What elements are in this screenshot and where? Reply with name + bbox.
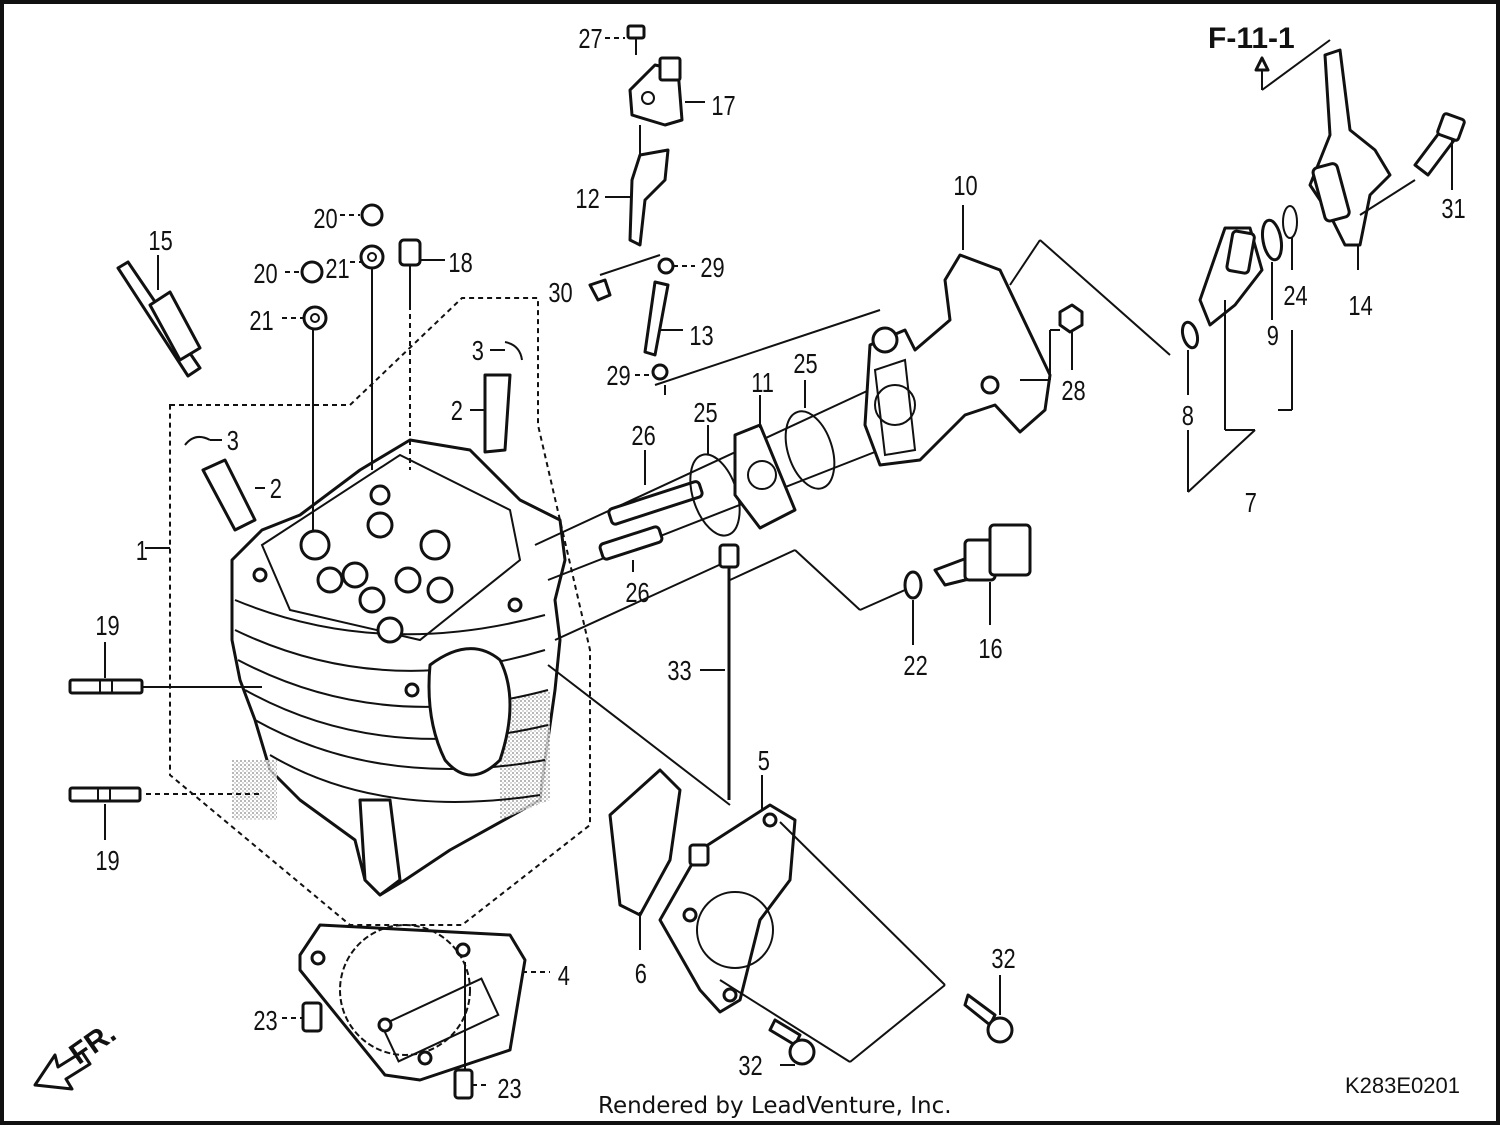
callout-9: 9 bbox=[1267, 320, 1279, 351]
callout-13: 13 bbox=[689, 320, 713, 351]
front-direction-arrow: FR. bbox=[33, 1016, 122, 1091]
callout-23b: 23 bbox=[497, 1073, 521, 1104]
callout-10: 10 bbox=[953, 170, 977, 201]
water-elbow-14 bbox=[1254, 39, 1416, 270]
bolt-31 bbox=[1413, 112, 1466, 190]
cap-nut-20b bbox=[285, 260, 324, 284]
temp-sensor-16 bbox=[933, 523, 1032, 625]
callout-14: 14 bbox=[1348, 290, 1372, 321]
callout-23a: 23 bbox=[253, 1005, 277, 1036]
callout-21b: 21 bbox=[249, 305, 273, 336]
callout-28: 28 bbox=[1061, 375, 1085, 406]
drawing-code: K283E0201 bbox=[1345, 1073, 1460, 1098]
callout-30: 30 bbox=[548, 277, 572, 308]
washer-22 bbox=[903, 570, 923, 645]
callout-26a: 26 bbox=[631, 420, 655, 451]
callout-16: 16 bbox=[978, 633, 1002, 664]
callout-32a: 32 bbox=[991, 943, 1015, 974]
callout-3a: 3 bbox=[227, 425, 239, 456]
callout-8: 8 bbox=[1182, 400, 1194, 431]
washer-9 bbox=[1260, 218, 1284, 320]
valve-guide-2a bbox=[184, 435, 265, 532]
spark-plug-15 bbox=[116, 255, 202, 378]
hose-13 bbox=[643, 280, 683, 357]
callout-11: 11 bbox=[751, 367, 774, 398]
callout-29b: 29 bbox=[606, 360, 630, 391]
callout-31: 31 bbox=[1441, 193, 1465, 224]
bracket-12 bbox=[605, 125, 670, 247]
callout-5: 5 bbox=[758, 745, 770, 776]
callout-29a: 29 bbox=[700, 252, 724, 283]
washer-21a bbox=[350, 244, 385, 470]
group-outline bbox=[169, 297, 591, 926]
sensor-17 bbox=[628, 56, 705, 127]
pipe-fitting-7 bbox=[1187, 226, 1264, 493]
bolt-27 bbox=[605, 24, 646, 55]
callout-2b: 2 bbox=[451, 395, 463, 426]
clamp-29a bbox=[657, 257, 695, 275]
callout-25b: 25 bbox=[793, 348, 817, 379]
callout-20b: 20 bbox=[253, 258, 277, 289]
clip-30 bbox=[588, 254, 661, 302]
callout-26b: 26 bbox=[625, 577, 649, 608]
o-ring-24 bbox=[1282, 205, 1298, 270]
dowel-23a bbox=[282, 1001, 323, 1033]
reference-id: F-11-1 bbox=[1208, 22, 1295, 55]
o-ring-8 bbox=[1180, 320, 1200, 395]
stud-bolt-26a bbox=[607, 480, 704, 526]
plate-11 bbox=[733, 395, 797, 530]
nut-28 bbox=[1058, 303, 1084, 370]
callout-4: 4 bbox=[558, 960, 570, 991]
cylinder-head-group bbox=[145, 297, 591, 926]
stud-bolt-19b bbox=[68, 786, 262, 840]
valve-guide-2b bbox=[470, 341, 523, 454]
callout-18: 18 bbox=[448, 247, 472, 278]
cover-5 bbox=[547, 664, 797, 1014]
callout-labels: 1 2 2 3 3 4 5 6 7 8 9 10 11 12 13 14 15 … bbox=[95, 23, 1465, 1104]
bolt-18 bbox=[398, 238, 445, 470]
callout-21a: 21 bbox=[325, 253, 349, 284]
credit-line: Rendered by LeadVenture, Inc. bbox=[598, 1093, 952, 1119]
clamp-29b bbox=[635, 363, 669, 381]
o-ring-25b bbox=[784, 380, 836, 490]
head-gasket-4 bbox=[298, 923, 550, 1082]
callout-25a: 25 bbox=[693, 397, 717, 428]
stud-bolt-26b bbox=[598, 525, 664, 572]
callout-1: 1 bbox=[136, 535, 148, 566]
callout-6: 6 bbox=[635, 958, 647, 989]
callout-33: 33 bbox=[667, 655, 691, 686]
callout-2a: 2 bbox=[270, 473, 282, 504]
callout-7: 7 bbox=[1245, 487, 1257, 518]
callout-19b: 19 bbox=[95, 845, 119, 876]
cylinder-head-body bbox=[230, 438, 567, 897]
cap-nut-20a bbox=[340, 203, 384, 227]
thermostat-housing-10 bbox=[863, 205, 1171, 467]
callout-24: 24 bbox=[1283, 280, 1307, 311]
callout-12: 12 bbox=[575, 183, 599, 214]
bolt-33 bbox=[700, 543, 740, 800]
callout-20a: 20 bbox=[313, 203, 337, 234]
dowel-23b bbox=[453, 962, 490, 1100]
callout-3b: 3 bbox=[472, 335, 484, 366]
callout-17: 17 bbox=[711, 90, 735, 121]
washer-21b bbox=[282, 305, 328, 530]
bolt-32b bbox=[963, 975, 1014, 1044]
callout-15: 15 bbox=[148, 225, 172, 256]
callout-19a: 19 bbox=[95, 610, 119, 641]
gasket-6 bbox=[608, 768, 682, 950]
bolt-32a bbox=[768, 1018, 816, 1066]
callout-32b: 32 bbox=[738, 1050, 762, 1081]
callout-22: 22 bbox=[903, 650, 927, 681]
callout-27: 27 bbox=[578, 23, 602, 54]
stud-bolt-19a bbox=[68, 642, 262, 695]
